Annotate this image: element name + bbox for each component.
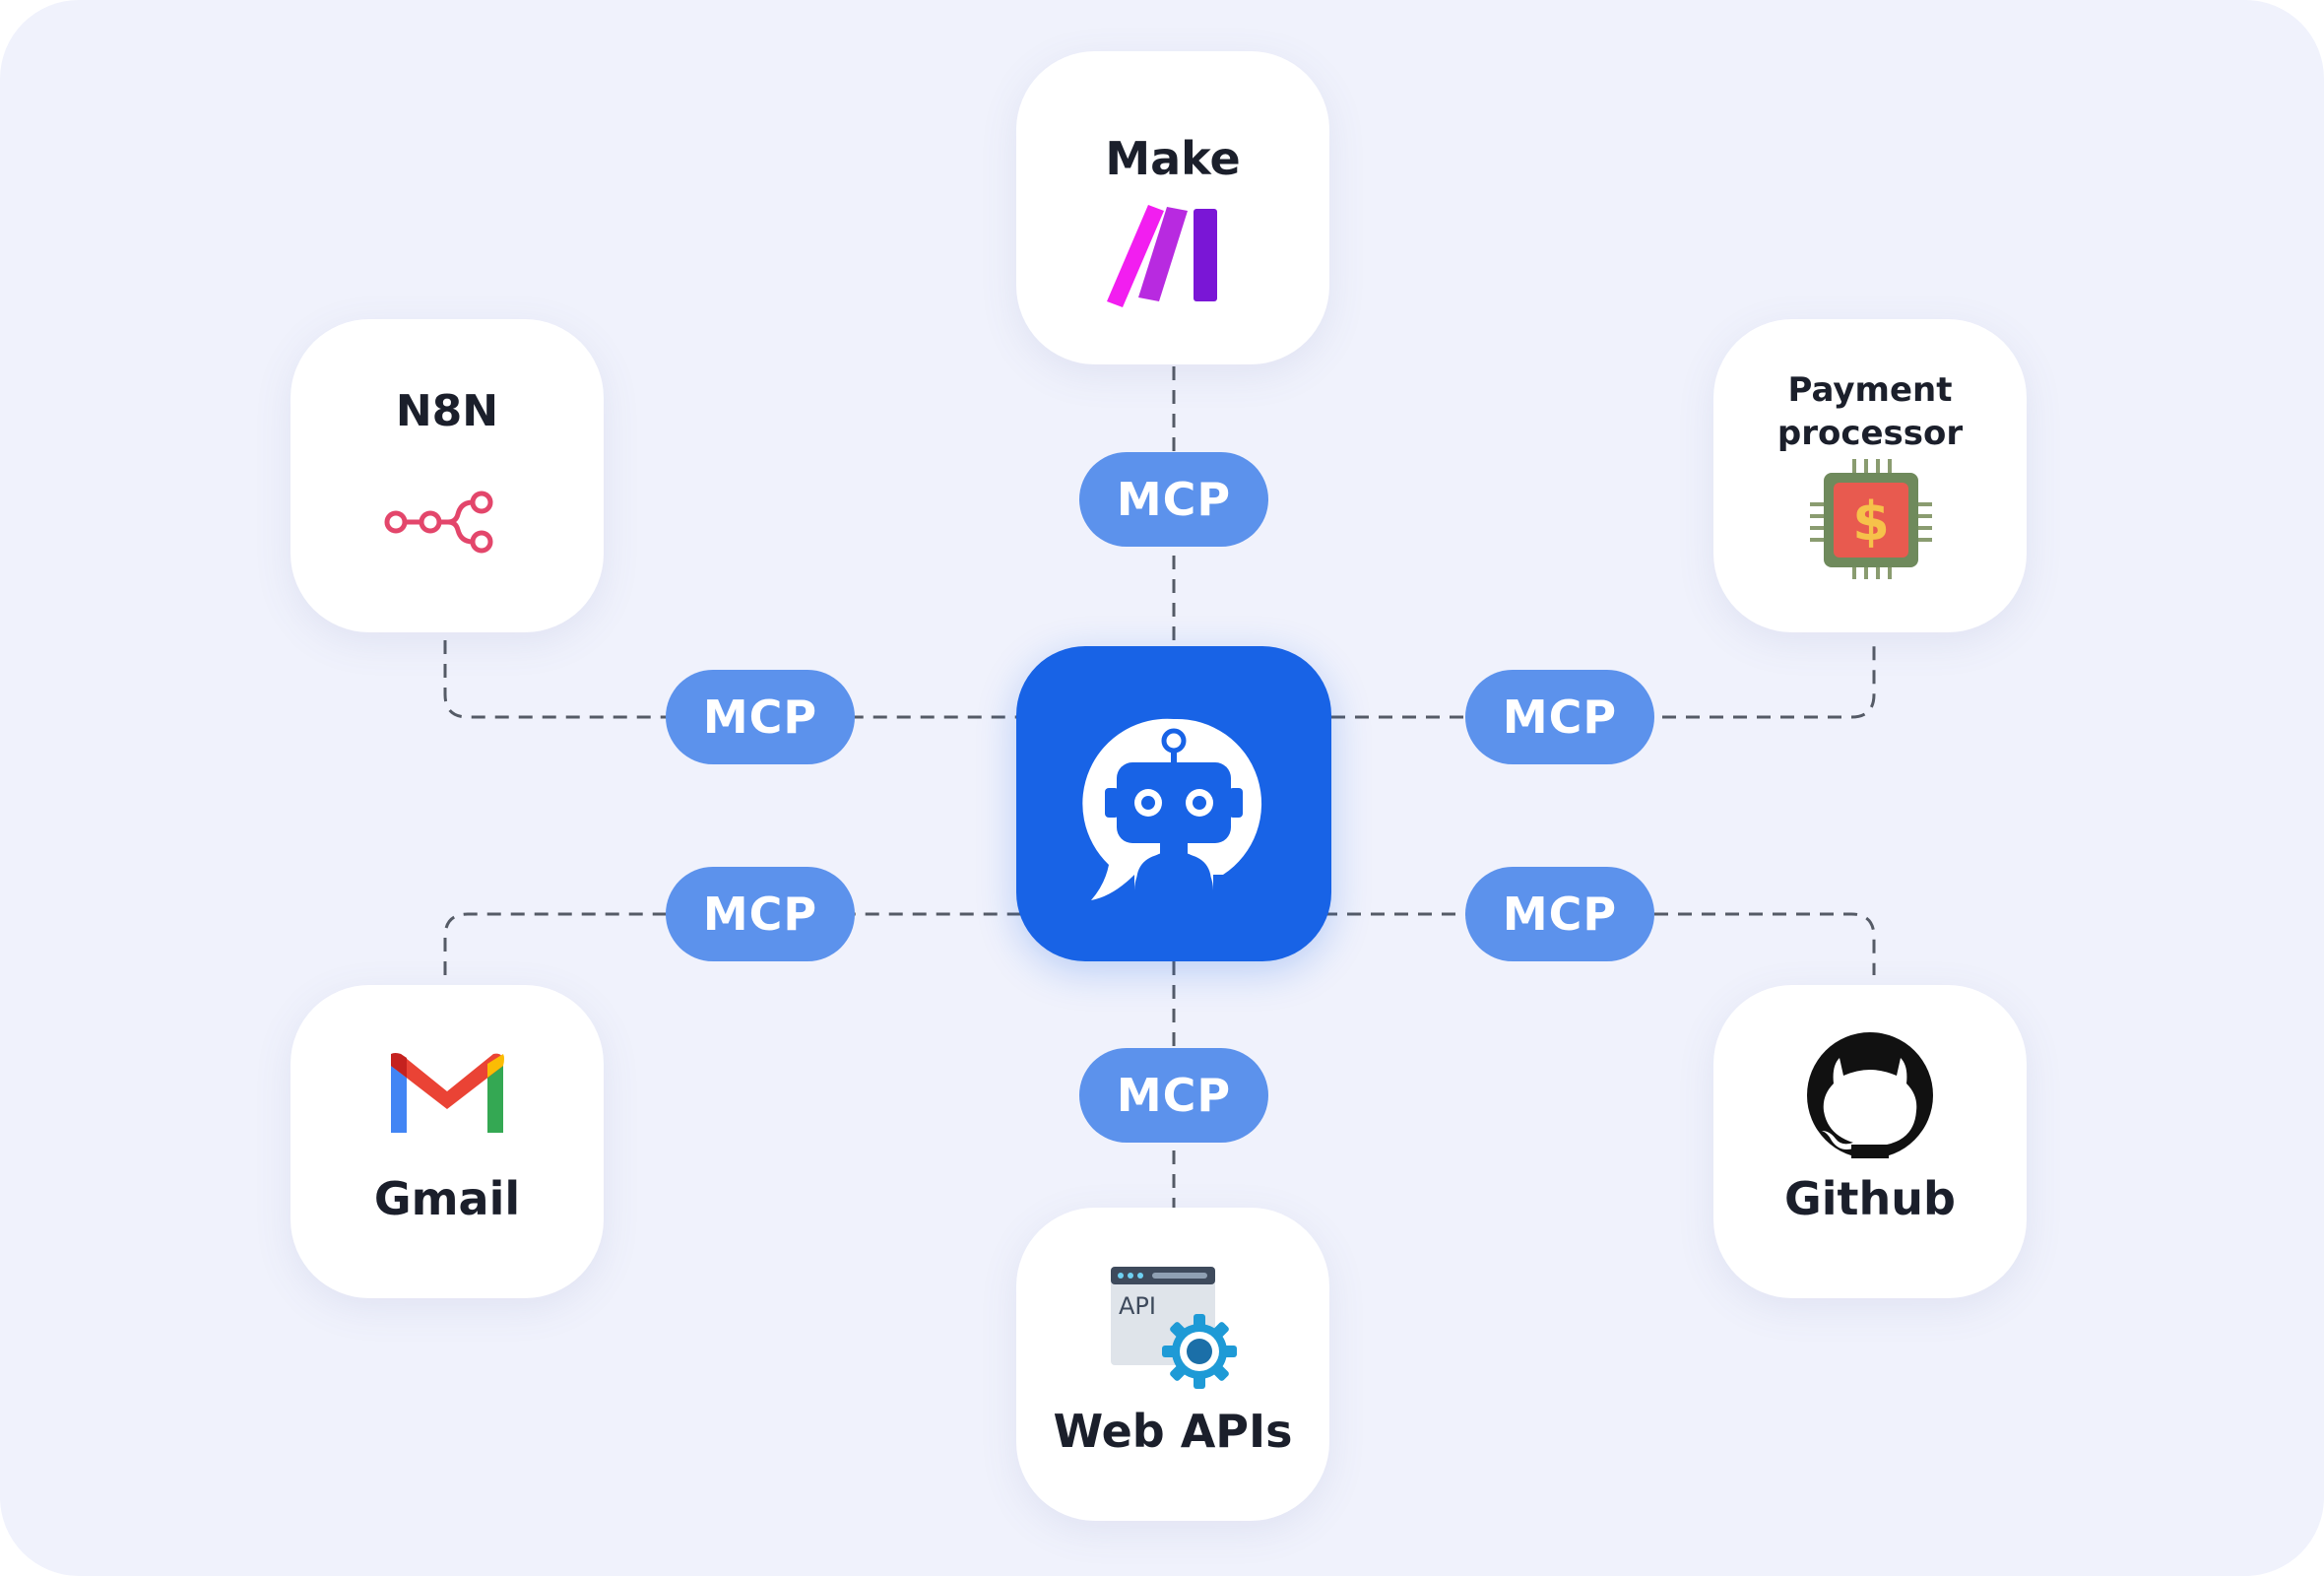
dollar-chip-icon: $ [1810,459,1932,579]
n8n-card: N8N [290,319,604,632]
chatbot-hub [1016,646,1331,961]
github-label: Github [1784,1172,1956,1225]
payment-label-line1: Payment [1787,370,1953,410]
github-octocat-icon [1807,1032,1933,1158]
line-n8n [443,640,1016,719]
make-logo-icon [1107,205,1217,307]
line-payment [1331,640,1876,719]
svg-text:$: $ [1852,491,1890,553]
gmail-label: Gmail [373,1172,521,1225]
make-label: Make [1105,132,1241,185]
mcp-pill-right-upper: MCP [1465,670,1654,764]
line-gmail [443,912,1024,975]
make-card: Make [1016,51,1329,364]
n8n-workflow-icon [384,491,493,554]
payment-label-line2: processor [1776,414,1964,453]
webapis-label: Web APIs [1053,1405,1293,1458]
gmail-card: Gmail [290,985,604,1298]
mcp-pill-right-lower: MCP [1465,867,1654,961]
mcp-pill-bottom: MCP [1079,1048,1268,1143]
mcp-pill-left-upper: MCP [666,670,855,764]
gmail-logo-icon [391,1053,504,1133]
mcp-pill-top: MCP [1079,452,1268,547]
line-github [1323,912,1876,975]
n8n-label: N8N [395,386,499,436]
api-icon-text: API [1119,1292,1156,1320]
api-gear-icon: API [1111,1267,1237,1389]
chatbot-robot-icon [1082,718,1262,904]
webapis-card: API Web APIs [1016,1208,1329,1521]
payment-card: Payment processor $ [1713,319,2027,632]
mcp-pill-left-lower: MCP [666,867,855,961]
github-card: Github [1713,985,2027,1298]
